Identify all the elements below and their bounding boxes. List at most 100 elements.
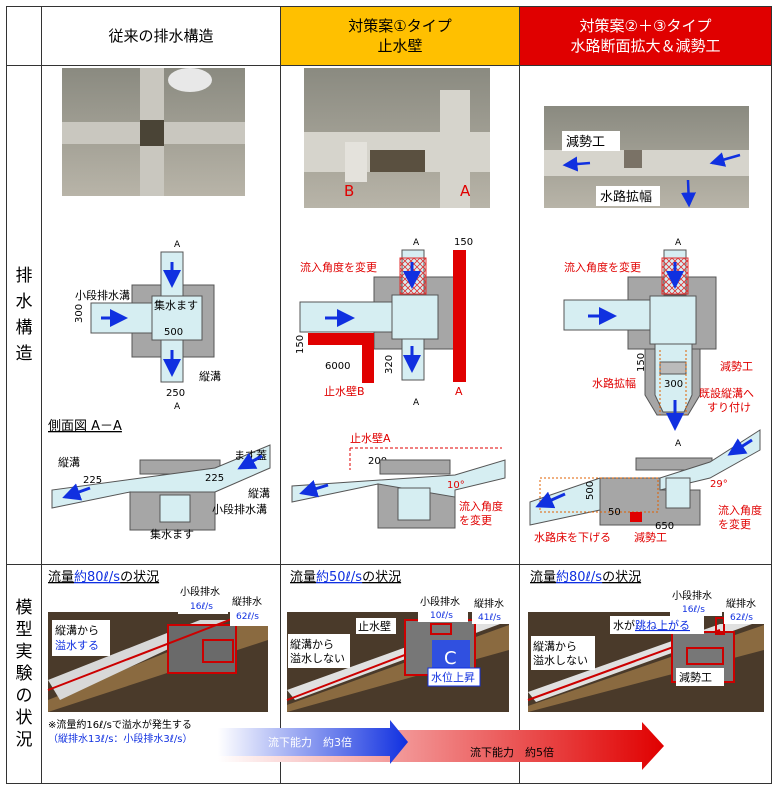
photo-label-a: A [460,182,471,200]
row-label-char: 水 [15,292,33,312]
photo-kakufuku-label: 水路拡幅 [600,189,652,205]
plan3-angle: 流入角度を変更 [564,260,641,274]
plan2-dim-150b: 150 [295,335,306,354]
exp2-kodan-v: 10ℓ/s [430,611,453,621]
photo-label-b: B [344,182,354,200]
exp2-no2: 溢水しない [290,651,345,665]
exp2-kodan: 小段排水 [420,595,460,608]
plan2-wall-a: A [455,385,463,398]
red-capacity-label: 流下能力 約5倍 [470,745,554,759]
section-tate-l: 縦溝 [58,456,80,469]
header-col1: 従来の排水構造 [108,27,214,45]
grid-line [7,65,771,66]
plan3-mark-bottom: A [675,439,682,449]
header-plan23: 対策案②＋③タイプ 水路断面拡大＆減勢工 [520,7,771,65]
section-conventional: 側面図 A－A ます蓋 縦溝 225 225 縦溝 小段排水溝 集水ます [48,419,271,541]
exp3-gensei: 減勢工 [679,670,712,684]
photo-plan1: B A [304,68,490,208]
exp2-title-b: 約50ℓ/s [316,570,362,585]
grid-line [280,7,281,783]
exp1-tate: 縦排水 [232,595,262,608]
plan-dim-250: 250 [166,388,185,399]
plan-mark-bottom: A [174,402,181,412]
section-dim-225b: 225 [205,473,224,484]
capacity-arrows: 流下能力 約3倍 流下能力 約5倍 [218,720,664,770]
exp1-title-b: 約80ℓ/s [74,570,120,585]
section-lid: ます蓋 [234,449,267,462]
exp1-note1: ※流量約16ℓ/sで溢水が発生する [48,718,192,731]
row-label-char: 況 [15,730,33,750]
grid-line [7,564,771,565]
exp2-title: 流量約50ℓ/sの状況 [290,570,401,585]
plan2-mark-bottom: A [413,398,420,408]
header-col3-l2: 水路断面拡大＆減勢工 [570,37,721,55]
header-plan1: 対策案①タイプ 止水壁 [281,7,519,65]
row-label-char: の [15,686,33,706]
plan-mark-top: A [174,240,181,250]
blue-capacity-arrow [218,720,408,764]
grid-line [41,7,42,783]
row-label-char: 模 [15,598,33,618]
exp1-kodan: 小段排水 [180,585,220,598]
row-label-char: 状 [15,708,33,728]
photo-plan23: 減勢工 水路拡幅 [544,106,749,208]
plan-catch-basin: 集水ます [154,298,198,312]
blue-capacity-label: 流下能力 約3倍 [268,735,352,749]
exp2-photo: C 縦溝から 溢水しない 止水壁 小段排水 10ℓ/s 縦排水 41ℓ/s 水位… [286,594,510,712]
exp1-title-c: の状況 [120,570,159,585]
plan2-dim-320: 320 [384,355,395,374]
section2-wall-a: 止水壁A [350,431,391,445]
header-col3-l1: 対策案②＋③タイプ [579,17,712,35]
exp2-mark: C [444,648,457,669]
plan-dim-500: 500 [164,327,183,338]
exp1-tate-v: 62ℓ/s [236,612,259,622]
header-conventional: 従来の排水構造 [42,7,280,65]
grid-line [519,7,520,783]
section-kodan: 小段排水溝 [212,502,267,516]
exp3-title: 流量約80ℓ/sの状況 [530,570,641,585]
exp2-level: 水位上昇 [431,670,475,684]
section3-dim-50: 50 [608,507,621,518]
comparison-table: 従来の排水構造 対策案①タイプ 止水壁 対策案②＋③タイプ 水路断面拡大＆減勢工… [6,6,772,784]
exp1-photo: 縦溝から 溢水する 小段排水 16ℓ/s 縦排水 62ℓ/s [47,584,270,712]
plan3-mark-top: A [675,238,682,248]
plan-plan1: A 流入角度を変更 150 150 6000 320 止水壁B A A [295,237,473,408]
plan2-mark-top: A [413,238,420,248]
exp3-tate: 縦排水 [726,597,756,610]
plan3-dim-300: 300 [664,379,683,390]
plan2-angle: 流入角度を変更 [300,260,377,274]
row-label-structure: 排 水 構 造 [7,66,41,564]
row-label-char: 排 [15,266,33,286]
exp3-title-b: 約80ℓ/s [556,570,602,585]
plan3-gensei: 減勢工 [720,359,753,373]
exp1-over2: 溢水する [55,638,99,652]
exp3-photo: 縦溝から 溢水しない 水が跳ね上がる 小段排水 16ℓ/s 縦排水 62ℓ/s … [527,588,764,712]
plan-dim-300: 300 [74,304,85,323]
exp3-splash: 水が跳ね上がる [613,618,690,632]
section3-floor: 水路床を下げる [534,530,611,544]
section2-dim-200: 200 [368,456,387,467]
plan-side-ditch: 小段排水溝 [75,288,130,302]
plan3-kakufuku: 水路拡幅 [592,376,636,390]
row-label-char: 型 [15,620,33,640]
section-basin: 集水ます [150,527,194,541]
header-col2-l1: 対策案①タイプ [348,17,452,35]
exp2-no1: 縦溝から [290,638,334,651]
exp2-title-a: 流量 [290,570,316,585]
section-plan23: 500 50 650 29° 流入角度 を変更 水路床を下げる 減勢工 [529,429,762,544]
plan3-kisetsu1: 既設縦溝へ [699,386,754,400]
header-col2-l2: 止水壁 [377,37,423,55]
plan3-dim-150: 150 [636,353,647,372]
row-label-char: 造 [15,344,33,364]
section3-angle2: を変更 [718,517,751,531]
plan-conventional: A 集水ます 小段排水溝 300 500 250 縦溝 A [74,240,221,412]
exp2-tate-v: 41ℓ/s [478,613,501,623]
section-tate-r: 縦溝 [248,487,270,500]
exp3-tate-v: 62ℓ/s [730,613,753,623]
exp2-tate: 縦排水 [474,597,504,610]
plan2-wall-b: 止水壁B [324,384,365,398]
plan2-dim-150a: 150 [454,237,473,248]
section3-dim-650: 650 [655,521,674,532]
section3-gensei: 減勢工 [634,530,667,544]
section-dim-225a: 225 [83,475,102,486]
